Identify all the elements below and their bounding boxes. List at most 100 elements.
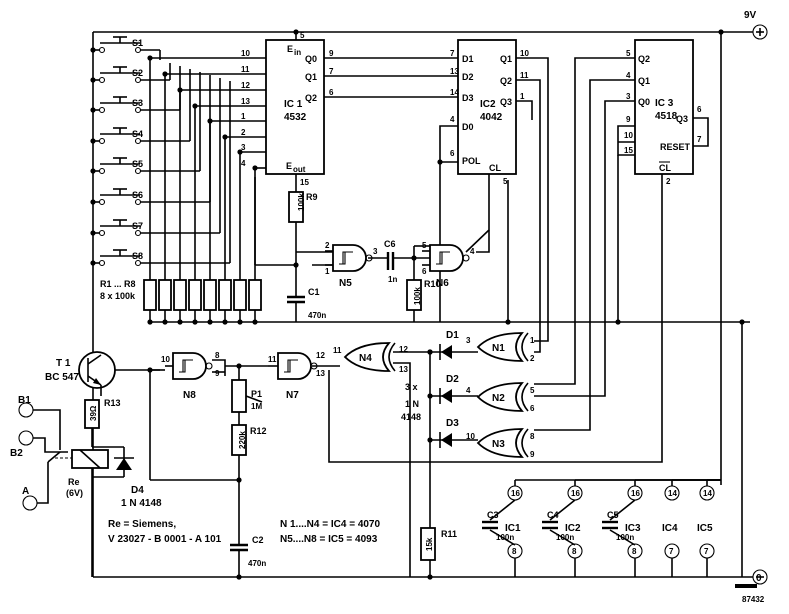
pin-label: 15 [624,146,633,155]
r9-resistor: 100k R9 [288,191,318,223]
pin-label: 4 [241,159,246,168]
junction-dot [90,199,96,205]
ic2-part: 4042 [480,112,503,123]
ic-note-line2: N5....N8 = IC5 = 4093 [280,534,378,545]
ic1-part: 4532 [284,112,307,123]
ic2-output-label: Q3 [500,97,512,107]
r13-resistor: 39Ω R13 [84,398,121,447]
junction-dot [90,230,96,236]
diode-d4: D4 1 N 4148 [114,447,162,509]
pin-label: 13 [450,67,459,76]
junction-dot [177,87,183,93]
svg-text:C1: C1 [308,287,320,297]
pin-label: 16 [631,489,640,498]
ic2-input-label: D2 [462,72,474,82]
svg-text:RESET: RESET [660,142,691,152]
pin-label: 5 [530,386,535,395]
ground-rail: 0 87432 [92,32,768,604]
ic1-output-label: Q2 [305,93,317,103]
pin-label: 10 [466,432,475,441]
svg-text:3 x: 3 x [405,382,418,392]
power-ic-label: IC1 [505,523,521,534]
svg-text:5: 5 [503,177,508,186]
pin-label: 9 [626,115,631,124]
ic3-input-label: Q0 [638,97,650,107]
power-cap-label: C4 [547,510,559,520]
ic2-name: IC2 [480,99,496,110]
supply-label: 9V [744,10,757,21]
power-ic-label: IC5 [697,523,713,534]
pin-label: 10 [520,49,529,58]
switch-s5: S5 [90,157,200,175]
relay-re: Re (6V) [66,446,124,577]
ic2-output-label: Q2 [500,76,512,86]
pin-label: 11 [268,355,277,364]
svg-text:R10: R10 [424,279,441,289]
pin-label: 7 [329,67,334,76]
r12-resistor: 220k R12 [231,424,267,456]
svg-text:15k: 15k [425,537,434,551]
svg-text:Q3: Q3 [676,114,688,124]
pin-label: 4 [466,386,471,395]
switch-label: S2 [132,68,143,78]
ic3-input-label: Q2 [638,54,650,64]
svg-text:R13: R13 [104,398,121,408]
pin-label: 6 [422,267,427,276]
pin-label: 16 [571,489,580,498]
svg-text:1M: 1M [251,402,262,411]
switch-label: S1 [132,38,143,48]
svg-text:(6V): (6V) [66,488,83,498]
pin-label: 8 [215,351,220,360]
pin-label: 5 [626,49,631,58]
ic-note-line1: N 1....N4 = IC4 = 4070 [280,519,380,530]
switch-label: S3 [132,98,143,108]
diode-d3: D3 [427,418,478,448]
r10-resistor: 100k R10 [406,279,441,311]
pin-label: 9 [530,450,535,459]
svg-text:R9: R9 [306,192,318,202]
c2-capacitor: C2 470n [230,535,266,568]
junction-dot [237,149,243,155]
relay-terminals: B1 B2 A [10,395,72,511]
junction-dot [192,319,198,325]
ic3-counter: IC 3 4518 Q3 6 RESET 7 CL 2 [634,39,709,186]
svg-text:D4: D4 [131,485,144,496]
ic2-input-label: D3 [462,93,474,103]
junction-dot [615,319,621,325]
pin-label: 8 [512,547,517,556]
svg-text:39Ω: 39Ω [89,405,98,421]
pin-label: 3 [466,336,471,345]
pin-label: 3 [626,92,631,101]
switch-label: S5 [132,159,143,169]
junction-dot [147,55,153,61]
pin-label: 3 [373,247,378,256]
svg-text:1n: 1n [388,275,397,284]
pin-label: 2 [325,241,330,250]
c6-capacitor: C6 1n [384,239,397,284]
svg-text:1 N 4148: 1 N 4148 [121,498,162,509]
junction-dot [427,574,433,580]
pin-label: 1 [530,336,535,345]
pin-label: 12 [241,81,250,90]
pin-label: 6 [530,404,535,413]
svg-text:in: in [294,48,301,57]
switch-label: S8 [132,251,143,261]
t1-part: BC 547 [45,372,79,383]
diode-d1: D1 [427,330,478,360]
resistor-r3: 12D2 [173,66,282,325]
relay-note-line1: Re = Siemens, [108,519,176,530]
resistor-r7: 3D6 [219,78,282,325]
pin-label: 8 [530,432,535,441]
junction-dot [293,29,299,35]
pin-label: 7 [669,547,674,556]
notes: Re = Siemens, V 23027 - B 0001 - A 101 N… [108,519,380,545]
resistor-bank-value: 8 x 100k [100,291,136,301]
